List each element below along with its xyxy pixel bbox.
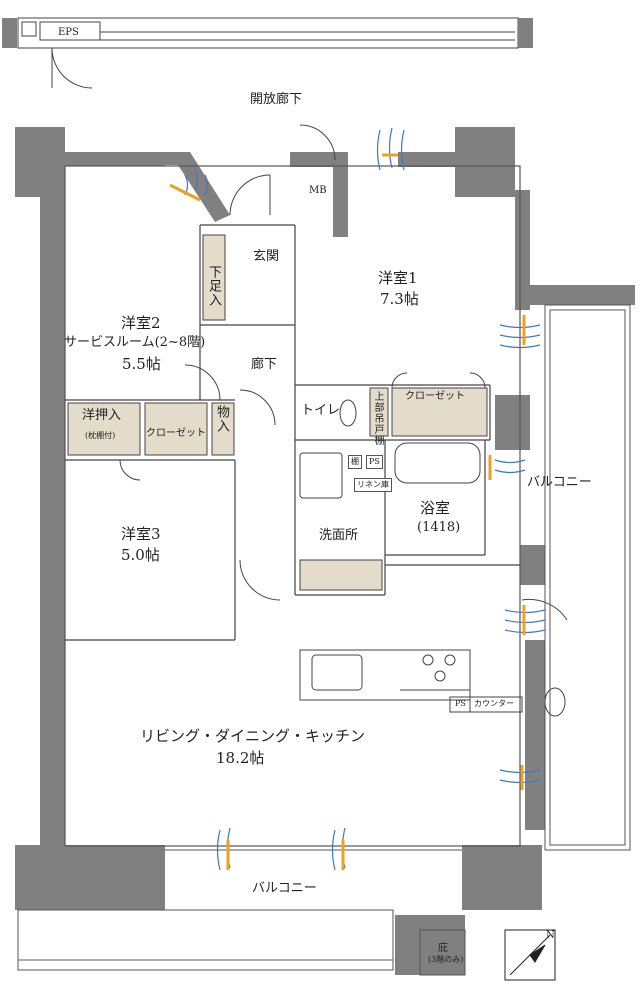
toilet-label: トイレ <box>301 403 341 418</box>
upper-cabinet-label: 上部吊戸棚 <box>372 391 383 446</box>
ps2-label: PS <box>455 699 466 708</box>
closet2-label: クローゼット <box>146 428 206 439</box>
doors <box>119 124 568 621</box>
compass-icon <box>504 929 556 981</box>
storage-label: 物入 <box>214 405 229 433</box>
shoe-cabinet-label: 下足入 <box>206 265 221 307</box>
fixtures <box>299 399 566 717</box>
compass-north-label: N <box>546 930 555 941</box>
room2-sub: サービスルーム(2~8階) <box>64 335 206 350</box>
eaves-note: (3階のみ) <box>428 955 464 964</box>
balcony-right-label: バルコニー <box>527 475 592 490</box>
window-sashes <box>169 153 526 870</box>
sink <box>311 654 363 691</box>
room3-size: 5.0帖 <box>121 546 160 564</box>
outer-walls <box>15 127 635 910</box>
storage-fills <box>67 234 488 591</box>
corridor-label: 開放廊下 <box>250 92 303 107</box>
linen-label: リネン庫 <box>354 478 392 492</box>
tana-label: 棚 <box>348 455 362 469</box>
balconies <box>17 304 631 976</box>
bath-name: 浴室 <box>420 499 451 517</box>
ldk-name: リビング・ダイニング・キッチン <box>140 727 366 745</box>
bathtub <box>394 442 481 484</box>
oshiire-note: (枕棚付) <box>85 431 116 440</box>
bath-size: (1418) <box>417 520 461 535</box>
entrance-label: 玄関 <box>253 249 280 264</box>
balcony-bottom-label: バルコニー <box>252 881 317 896</box>
eps-label: EPS <box>58 27 79 38</box>
room3-name: 洋室3 <box>121 525 161 543</box>
ps1-label: PS <box>366 455 383 469</box>
hallway-label: 廊下 <box>251 357 278 372</box>
room1-name: 洋室1 <box>378 269 418 287</box>
closet1-label: クローゼット <box>405 391 465 402</box>
ldk-size: 18.2帖 <box>216 749 265 767</box>
interior-walls <box>64 165 521 847</box>
eaves-label: 庇 <box>438 943 448 954</box>
mb-label: MB <box>309 185 327 196</box>
oshiire-label: 洋押入 <box>82 408 122 423</box>
kitchen-counter <box>299 649 471 701</box>
washroom-label: 洗面所 <box>319 528 359 543</box>
counter-label: カウンター <box>474 699 514 708</box>
room2-size: 5.5帖 <box>122 355 161 373</box>
room1-size: 7.3帖 <box>380 290 419 308</box>
toilet-fixture <box>544 687 566 717</box>
room2-name: 洋室2 <box>121 314 161 332</box>
